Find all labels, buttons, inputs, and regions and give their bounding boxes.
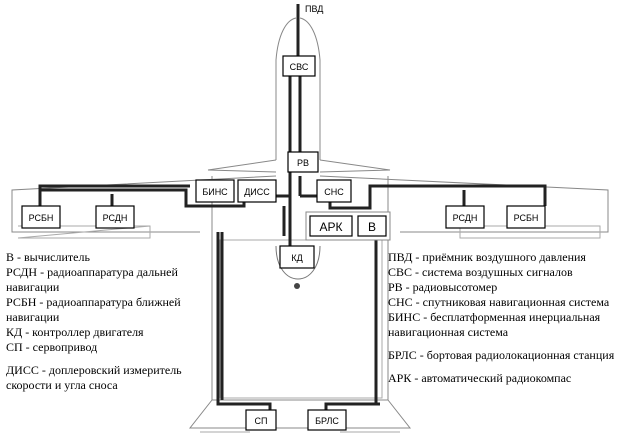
- sns-label: СНС: [324, 187, 344, 197]
- block-sns: СНС: [316, 179, 352, 203]
- block-diss: ДИСС: [237, 179, 277, 203]
- rv-label: РВ: [297, 158, 309, 168]
- aircraft-outline: [11, 17, 609, 433]
- legend-right-item: СНС - спутниковая навигационная система: [388, 295, 610, 309]
- rsdn-left-label: РСДН: [103, 213, 128, 223]
- block-v: [357, 215, 387, 237]
- block-bins: БИНС: [195, 179, 235, 203]
- legend-left-item: ДИСС - доплеровский измеритель скорости …: [6, 363, 182, 392]
- block-rsdn-right: РСДН: [445, 205, 485, 229]
- ark-v-group: АРК В: [305, 211, 391, 241]
- legend-right-item: БИНС - бесплатформенная инерциальная нав…: [388, 310, 601, 339]
- pvd-label: ПВД: [305, 4, 323, 14]
- ark-label: АРК: [320, 220, 343, 234]
- legend-right-item: АРК - автоматический радиокомпас: [388, 371, 572, 385]
- block-ark: [309, 215, 353, 237]
- block-kd: КД: [279, 245, 315, 269]
- block-brls: БРЛС: [307, 409, 347, 431]
- legend-left-item: КД - контроллер двигателя: [6, 325, 144, 339]
- legend-left-item: В - вычислитель: [6, 250, 90, 264]
- brls-label: БРЛС: [315, 416, 339, 426]
- block-rsbn-left: РСБН: [21, 205, 61, 229]
- legend-right-item: ПВД - приёмник воздушного давления: [388, 250, 586, 264]
- legend-left-item: СП - сервопривод: [6, 340, 98, 354]
- svs-label: СВС: [290, 62, 309, 72]
- legend-left-item: РСБН - радиоаппаратура ближней навигации: [6, 295, 181, 324]
- diss-label: ДИСС: [244, 187, 270, 197]
- legend-right-item: РВ - радиовысотомер: [388, 280, 498, 294]
- block-rsbn-right: РСБН: [506, 205, 546, 229]
- block-svs: СВС: [282, 55, 316, 77]
- legend-right: ПВД - приёмник воздушного давления СВС -…: [388, 250, 623, 386]
- legend-right-item: БРЛС - бортовая радиолокационная станция: [388, 348, 615, 362]
- legend-left-item: РСДН - радиоаппаратура дальней навигации: [6, 265, 178, 294]
- block-sp: СП: [245, 409, 277, 431]
- bins-label: БИНС: [202, 187, 228, 197]
- legend-left: В - вычислитель РСДН - радиоаппаратура д…: [6, 250, 211, 393]
- block-rsdn-left: РСДН: [95, 205, 135, 229]
- kd-label: КД: [291, 253, 302, 263]
- sp-label: СП: [255, 416, 268, 426]
- rsdn-right-label: РСДН: [453, 213, 478, 223]
- block-rv: РВ: [287, 151, 319, 173]
- rsbn-left-label: РСБН: [29, 213, 54, 223]
- v-label: В: [368, 220, 376, 234]
- rsbn-right-label: РСБН: [514, 213, 539, 223]
- legend-right-item: СВС - система воздушных сигналов: [388, 265, 573, 279]
